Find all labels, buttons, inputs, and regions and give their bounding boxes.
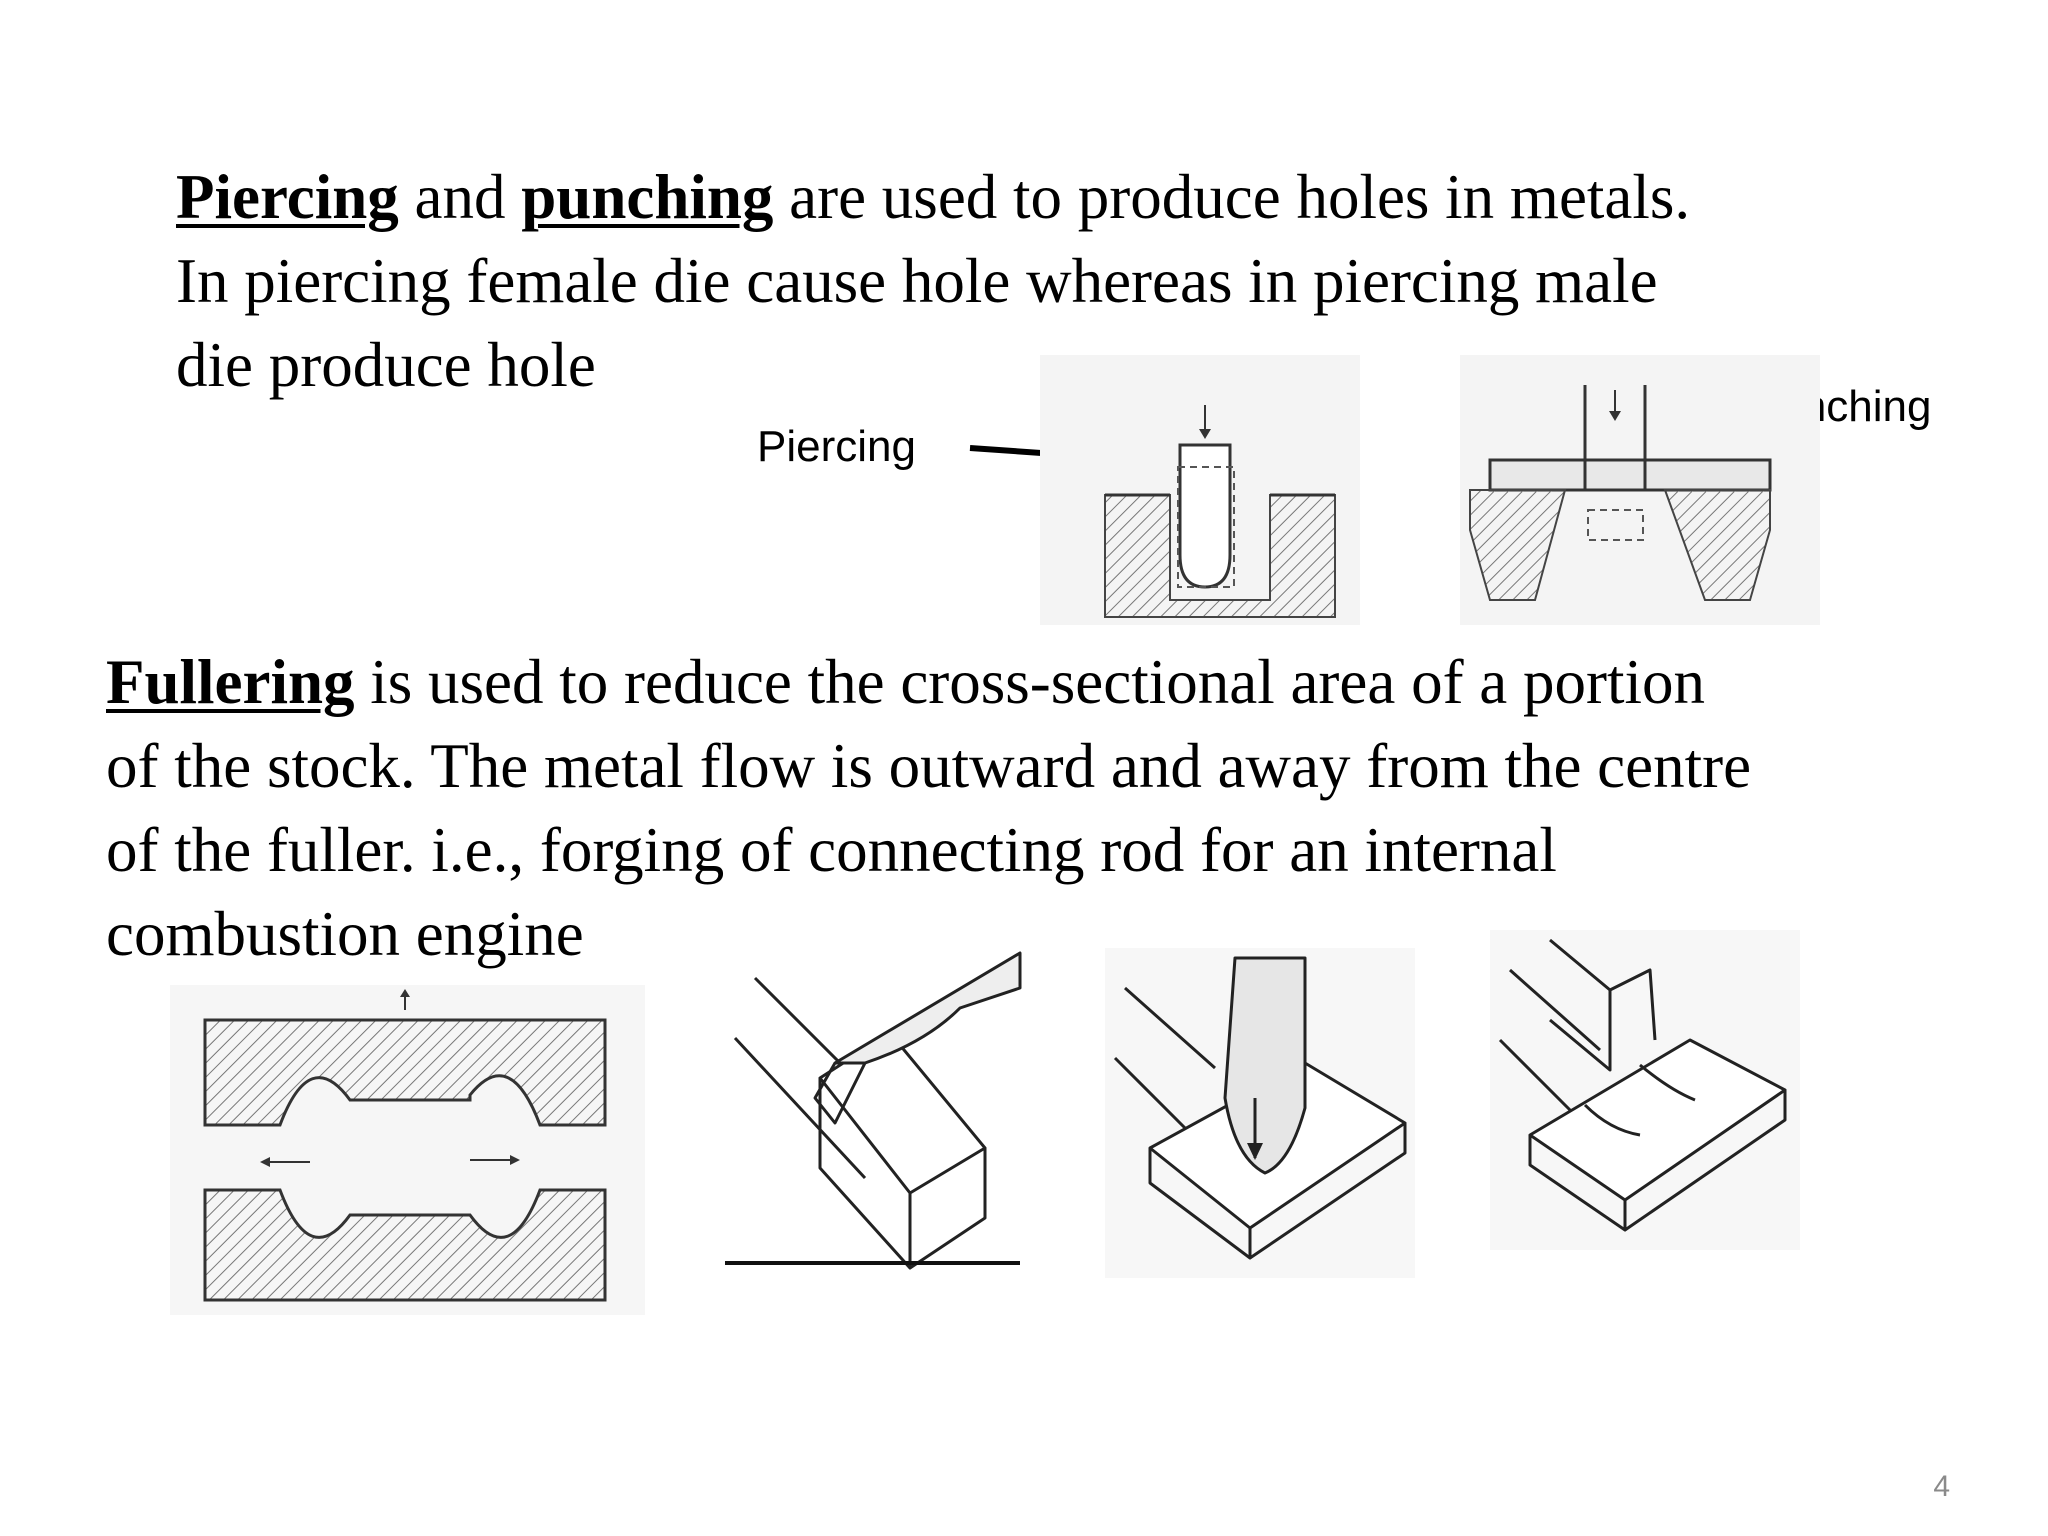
- conjunction-text: and: [398, 162, 522, 232]
- paragraph-1-line-1: are used to produce holes in metals.: [773, 162, 1691, 232]
- paragraph-1-line-3: die produce hole: [176, 330, 596, 400]
- paragraph-2-line-1: is used to reduce the cross-sectional ar…: [354, 647, 1706, 717]
- page-number: 4: [1933, 1470, 1950, 1503]
- fuller-tool-sketch-1: [725, 951, 1022, 1270]
- paragraph-2-line-3: of the fuller. i.e., forging of connecti…: [106, 815, 1557, 885]
- term-fullering: Fullering: [106, 647, 355, 717]
- fullering-die-diagram: [170, 985, 645, 1315]
- paragraph-1-line-2: In piercing female die cause hole wherea…: [176, 246, 1658, 316]
- paragraph-2-line-4: combustion engine: [106, 899, 584, 969]
- term-piercing: Piercing: [176, 162, 399, 232]
- paragraph-2-line-2: of the stock. The metal flow is outward …: [106, 731, 1752, 801]
- piercing-label: Piercing: [757, 422, 916, 471]
- fullering-paragraph: Fullering is used to reduce the cross-se…: [106, 640, 1986, 976]
- piercing-punching-paragraph: Piercing and punching are used to produc…: [176, 155, 1896, 407]
- fuller-tool-sketch-2: [1105, 948, 1415, 1278]
- piercing-diagram: [1040, 355, 1360, 625]
- term-punching: punching: [521, 162, 774, 232]
- fullered-stock-sketch: [1490, 930, 1800, 1250]
- punching-diagram: [1460, 355, 1820, 625]
